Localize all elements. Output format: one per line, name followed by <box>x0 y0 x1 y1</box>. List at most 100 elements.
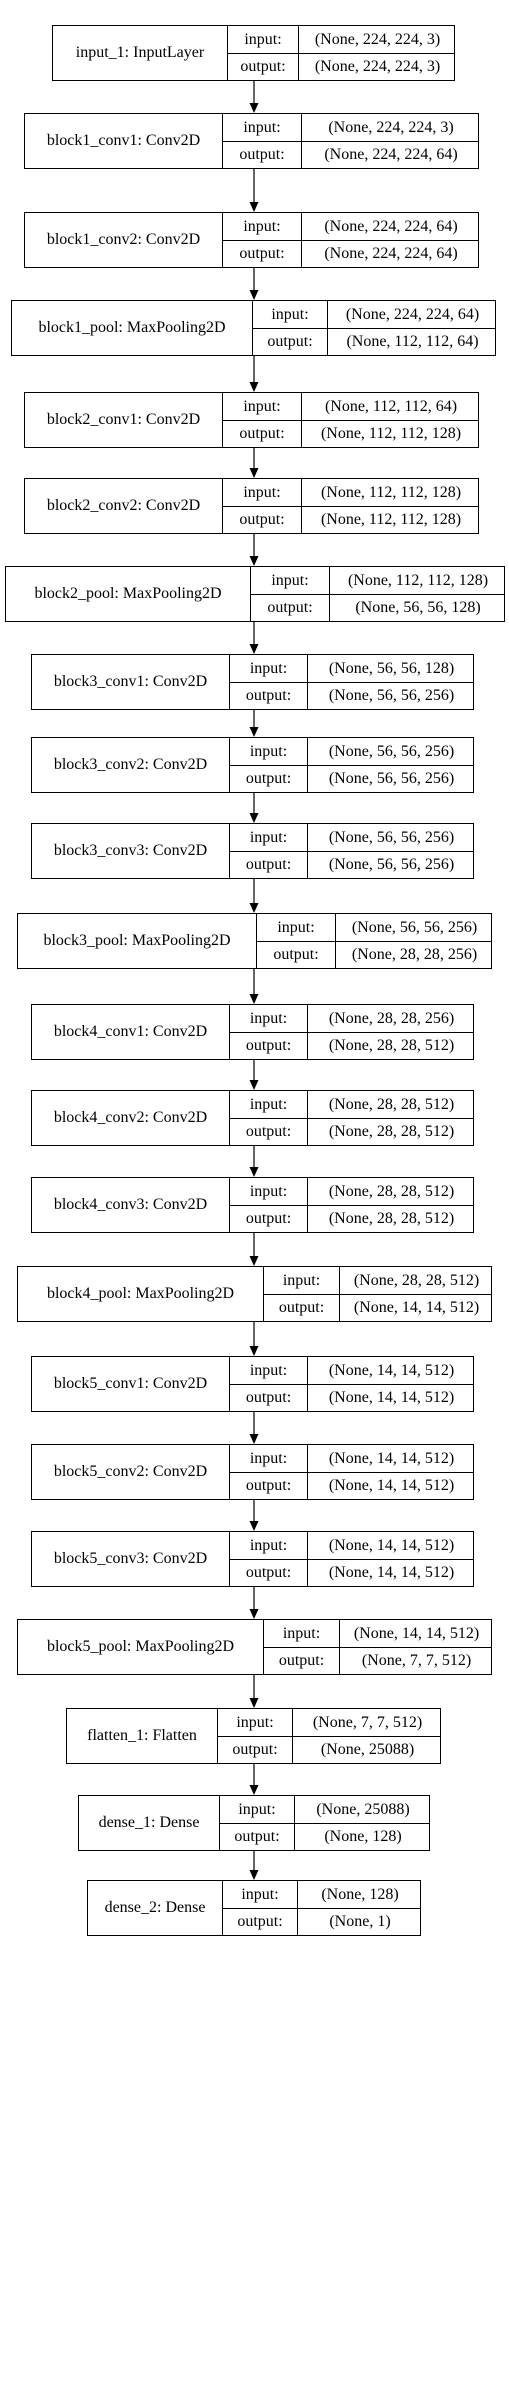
row-divider <box>230 1559 473 1560</box>
output-label: output: <box>245 1210 292 1227</box>
input-shape: (None, 14, 14, 512) <box>328 1361 455 1379</box>
input-shape: (None, 14, 14, 512) <box>353 1624 480 1642</box>
arrowhead <box>249 290 259 300</box>
arrowhead <box>249 1521 259 1531</box>
layer-name: block3_conv2: Conv2D <box>53 756 208 773</box>
layer-name: block4_pool: MaxPooling2D <box>46 1285 235 1302</box>
cell-divider <box>229 655 230 709</box>
output-label: output: <box>245 856 292 873</box>
output-shape: (None, 28, 28, 512) <box>328 1037 455 1054</box>
cell-divider <box>229 1445 230 1499</box>
layer-name: block1_conv1: Conv2D <box>46 132 201 149</box>
layer-name: block3_pool: MaxPooling2D <box>43 932 231 949</box>
input-shape: (None, 224, 224, 3) <box>314 30 441 48</box>
input-shape: (None, 28, 28, 256) <box>328 1009 455 1027</box>
output-shape: (None, 224, 224, 3) <box>314 58 441 75</box>
output-shape: (None, 14, 14, 512) <box>353 1299 480 1316</box>
output-label: output: <box>267 599 313 616</box>
output-label: output: <box>245 1123 292 1140</box>
input-label: input: <box>249 1095 288 1113</box>
cell-divider <box>219 1796 220 1850</box>
layer-name: dense_1: Dense <box>98 1814 200 1831</box>
cell-divider <box>229 1178 230 1232</box>
output-shape: (None, 112, 112, 64) <box>346 333 479 350</box>
output-shape: (None, 14, 14, 512) <box>328 1477 455 1494</box>
layer-node: block3_conv2: Conv2D input: output: (None, … <box>31 737 474 793</box>
arrowhead <box>249 1785 259 1795</box>
cell-divider <box>222 1881 223 1935</box>
row-divider <box>251 594 504 595</box>
output-shape: (None, 56, 56, 256) <box>328 687 455 704</box>
arrowhead <box>249 468 259 478</box>
input-shape: (None, 224, 224, 64) <box>345 305 480 323</box>
output-label: output: <box>237 1913 283 1930</box>
input-shape: (None, 112, 112, 64) <box>324 397 458 415</box>
output-label: output: <box>278 1652 325 1669</box>
row-divider <box>223 506 478 507</box>
arrowhead <box>249 644 259 654</box>
input-shape: (None, 112, 112, 128) <box>320 483 462 501</box>
input-label: input: <box>249 742 288 760</box>
input-shape: (None, 224, 224, 3) <box>328 118 454 136</box>
layer-name: block3_conv1: Conv2D <box>53 673 208 690</box>
row-divider <box>230 1205 473 1206</box>
output-shape: (None, 14, 14, 512) <box>328 1564 455 1581</box>
layer-name: block4_conv3: Conv2D <box>53 1196 208 1213</box>
input-label: input: <box>271 571 309 589</box>
arrowhead <box>249 1609 259 1619</box>
output-shape: (None, 224, 224, 64) <box>324 146 458 163</box>
cell-divider <box>229 1357 230 1411</box>
layer-name: dense_2: Dense <box>104 1899 206 1916</box>
row-divider <box>228 53 454 54</box>
cell-divider <box>263 1620 264 1674</box>
output-label: output: <box>239 245 285 262</box>
arrowhead <box>249 382 259 392</box>
arrowhead <box>249 202 259 212</box>
cell-divider <box>250 567 251 621</box>
output-label: output: <box>245 1037 292 1054</box>
output-label: output: <box>245 770 292 787</box>
output-shape: (None, 1) <box>329 1913 391 1930</box>
input-shape: (None, 28, 28, 512) <box>328 1095 455 1113</box>
input-label: input: <box>243 217 281 235</box>
row-divider <box>223 1908 420 1909</box>
layer-name: block5_pool: MaxPooling2D <box>46 1638 235 1655</box>
input-label: input: <box>271 305 309 323</box>
cell-divider <box>263 1267 264 1321</box>
output-shape: (None, 28, 28, 256) <box>351 946 478 963</box>
output-shape: (None, 56, 56, 256) <box>328 770 455 787</box>
cell-divider <box>222 213 223 267</box>
layer-name: input_1: InputLayer <box>75 44 205 61</box>
arrowhead <box>249 994 259 1004</box>
input-label: input: <box>243 118 281 136</box>
input-label: input: <box>249 1009 288 1027</box>
layer-name: block5_conv1: Conv2D <box>53 1375 208 1392</box>
layer-name: block2_pool: MaxPooling2D <box>34 585 222 602</box>
output-shape: (None, 112, 112, 128) <box>320 511 462 528</box>
output-shape: (None, 224, 224, 64) <box>324 245 458 262</box>
row-divider <box>220 1823 429 1824</box>
input-label: input: <box>249 1361 288 1379</box>
output-label: output: <box>232 1741 278 1758</box>
input-label: input: <box>249 1449 288 1467</box>
input-shape: (None, 56, 56, 256) <box>351 918 478 936</box>
row-divider <box>223 420 478 421</box>
output-label: output: <box>267 333 313 350</box>
layer-name: block5_conv3: Conv2D <box>53 1550 208 1567</box>
layer-name: block4_conv2: Conv2D <box>53 1109 208 1126</box>
